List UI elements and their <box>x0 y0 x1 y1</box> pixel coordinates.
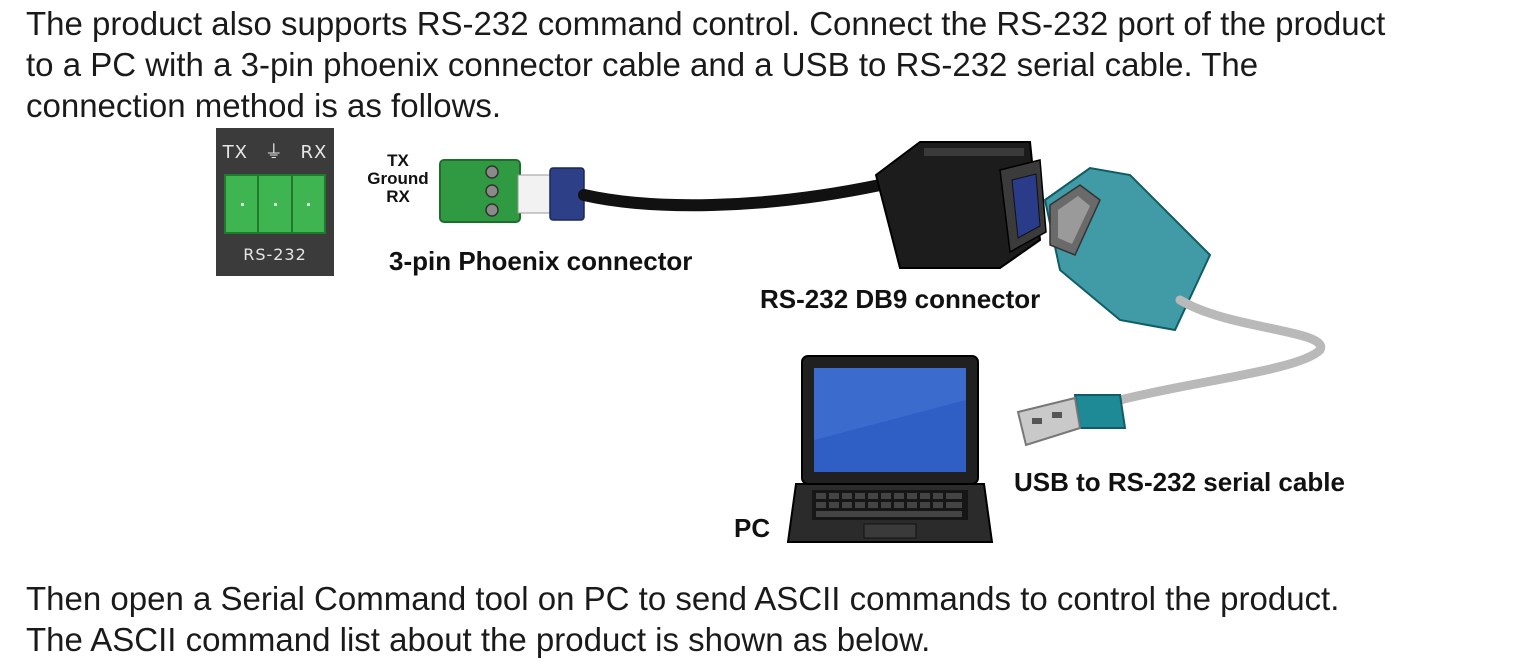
intro-line: connection method is as follows. <box>26 87 502 124</box>
outro-line: The ASCII command list about the product… <box>26 621 931 658</box>
port-pin-labels: TX ⏚ RX <box>216 138 334 164</box>
pin-label-ground: Ground <box>367 169 429 188</box>
pin-labels: TX Ground RX <box>358 152 438 206</box>
port-slot <box>259 176 293 232</box>
port-label-rx: RX <box>300 142 328 163</box>
db9-connector-label: RS-232 DB9 connector <box>760 284 1041 314</box>
intro-line: The product also supports RS-232 command… <box>26 5 1386 42</box>
usb-plug-icon <box>1016 394 1127 447</box>
pc-label: PC <box>734 513 771 543</box>
phoenix-connector-label: 3-pin Phoenix connector <box>389 246 693 276</box>
intro-paragraph: The product also supports RS-232 command… <box>26 3 1385 126</box>
black-cable <box>578 179 886 212</box>
port-slot <box>226 176 260 232</box>
port-terminal-block <box>224 174 326 234</box>
pin-label-rx: RX <box>386 187 410 206</box>
intro-line: to a PC with a 3-pin phoenix connector c… <box>26 46 1259 83</box>
outro-line: Then open a Serial Command tool on PC to… <box>26 580 1340 617</box>
pin-label-tx: TX <box>387 151 409 170</box>
port-slot <box>292 176 324 232</box>
db9-male-connector-icon <box>1043 166 1212 332</box>
ground-icon: ⏚ <box>264 142 284 163</box>
rs232-port-panel: TX ⏚ RX RS-232 <box>216 128 334 276</box>
port-name-label: RS-232 <box>243 245 307 264</box>
db9-connector-icon <box>874 141 1047 269</box>
outro-paragraph: Then open a Serial Command tool on PC to… <box>26 578 1339 660</box>
usb-serial-cable <box>1115 295 1326 405</box>
laptop-icon <box>786 355 994 543</box>
usb-cable-label: USB to RS-232 serial cable <box>1014 467 1345 497</box>
phoenix-connector-icon <box>439 159 585 223</box>
port-label-tx: TX <box>222 142 248 163</box>
